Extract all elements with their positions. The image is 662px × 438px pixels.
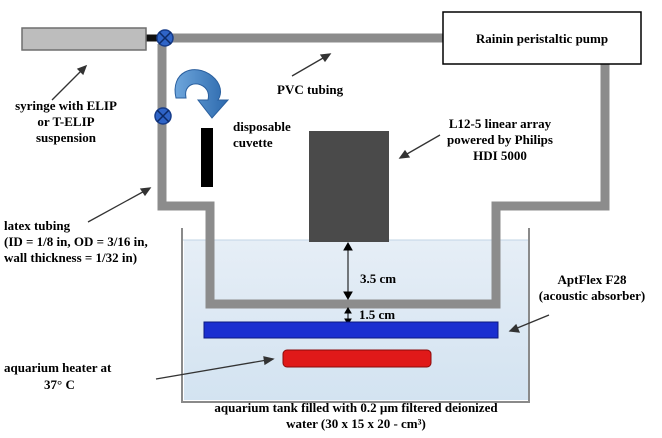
heater-label: aquarium heater at 37° C bbox=[4, 360, 112, 392]
aquarium-heater bbox=[282, 349, 432, 368]
distance-3-5cm-label: 3.5 cm bbox=[360, 271, 396, 286]
tubing-loop bbox=[157, 33, 610, 309]
flow-direction-arrow bbox=[174, 69, 230, 119]
dimension-arrow-3-5cm bbox=[343, 241, 353, 301]
svg-text:aquarium heater at: aquarium heater at bbox=[4, 360, 112, 375]
svg-text:or T-ELIP: or T-ELIP bbox=[37, 114, 94, 129]
syringe-label: syringe with ELIP or T-ELIP suspension bbox=[15, 98, 117, 145]
svg-text:(acoustic absorber): (acoustic absorber) bbox=[539, 288, 646, 303]
cuvette bbox=[201, 128, 213, 187]
pump-box bbox=[442, 11, 642, 65]
linear-array-transducer bbox=[309, 131, 389, 242]
svg-text:37° C: 37° C bbox=[44, 377, 75, 392]
svg-text:aquarium tank filled with 0.2: aquarium tank filled with 0.2 µm filtere… bbox=[214, 400, 498, 415]
svg-text:water (30 x 15 x 20 - cm³): water (30 x 15 x 20 - cm³) bbox=[286, 416, 426, 431]
svg-text:L12-5 linear array: L12-5 linear array bbox=[449, 116, 552, 131]
svg-text:wall thickness = 1/32 in): wall thickness = 1/32 in) bbox=[4, 250, 137, 265]
distance-1-5cm-label: 1.5 cm bbox=[359, 307, 395, 322]
svg-text:syringe with ELIP: syringe with ELIP bbox=[15, 98, 117, 113]
svg-text:(ID = 1/8 in, OD = 3/16 in,: (ID = 1/8 in, OD = 3/16 in, bbox=[4, 234, 148, 249]
absorber-label: AptFlex F28 (acoustic absorber) bbox=[539, 272, 646, 303]
aquarium-tank bbox=[181, 228, 530, 403]
leader-lines bbox=[51, 53, 550, 380]
svg-text:cuvette: cuvette bbox=[233, 135, 273, 150]
svg-text:powered by Philips: powered by Philips bbox=[447, 132, 553, 147]
latex-tubing-label: latex tubing (ID = 1/8 in, OD = 3/16 in,… bbox=[4, 218, 148, 265]
pump-label: Rainin peristaltic pump bbox=[476, 31, 608, 46]
leader-latex bbox=[87, 187, 151, 223]
svg-text:AptFlex F28: AptFlex F28 bbox=[558, 272, 627, 287]
valve-lower bbox=[154, 107, 172, 125]
svg-text:disposable: disposable bbox=[233, 119, 291, 134]
syringe bbox=[21, 27, 147, 51]
svg-text:latex tubing: latex tubing bbox=[4, 218, 71, 233]
array-label: L12-5 linear array powered by Philips HD… bbox=[447, 116, 553, 163]
svg-text:HDI 5000: HDI 5000 bbox=[473, 148, 527, 163]
acoustic-absorber bbox=[203, 321, 499, 339]
valve-top bbox=[156, 29, 174, 47]
pvc-tubing-label: PVC tubing bbox=[277, 82, 344, 97]
svg-text:suspension: suspension bbox=[36, 130, 97, 145]
leader-heater bbox=[155, 358, 274, 380]
tank-label: aquarium tank filled with 0.2 µm filtere… bbox=[214, 400, 498, 431]
water-region bbox=[184, 240, 528, 400]
cuvette-label: disposable cuvette bbox=[233, 119, 291, 150]
